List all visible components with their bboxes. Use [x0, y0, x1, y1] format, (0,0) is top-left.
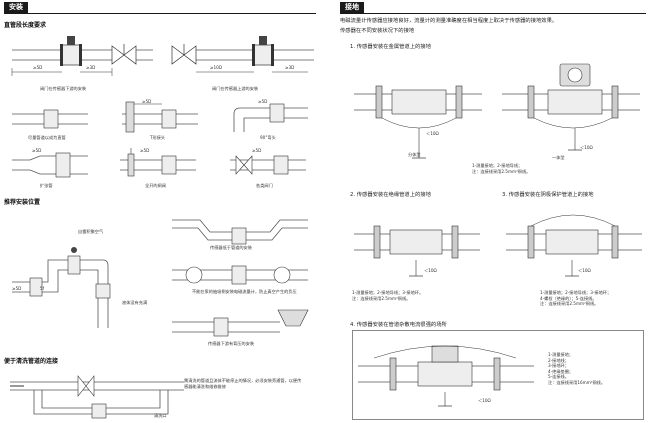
mark-5f: 5f — [40, 286, 45, 291]
insulated-pipe-grounding-figure — [354, 225, 480, 277]
expander-figure — [12, 152, 88, 178]
fig4-frame — [352, 330, 644, 420]
t-joint-figure — [122, 101, 198, 133]
caption-valve-upstream: 阀门在传感器上游的安装 — [212, 86, 259, 91]
fig2-title: 2. 传感器安装在绝缘管道上的接地 — [350, 192, 431, 198]
cleaning-note: 需清洗的管道且流体不能停止的情况，必须安装旁通管，以便传感器能清洗和维修维修 — [184, 378, 302, 389]
caption-straight-pipe: 尽量管道以成为直管 — [28, 135, 66, 140]
grounding-header-rule — [340, 13, 646, 14]
recommended-position-title: 推荐安装位置 — [4, 199, 41, 206]
caption-pump-suction: 不能在泵的抽吸侧安装电磁流量计，防止真空产生的负压 — [192, 289, 297, 294]
straight-pipe-valve-upstream-figure — [171, 36, 314, 73]
fig4-ohm: ＜10Ω — [478, 398, 491, 403]
dim-5d-valves: ≥5D — [252, 148, 262, 153]
fig1-integral-caption: 一体型 — [552, 155, 565, 160]
straight-pipe-valve-downstream-figure — [11, 36, 153, 76]
straight-pipe-title: 直管段长度要求 — [4, 22, 47, 29]
caption-back-pressure: 传感器下游有背压的安装 — [208, 341, 255, 346]
caption-expander: 扩张管 — [40, 183, 53, 188]
elbow-90-figure — [233, 103, 308, 132]
fig4-note: 1-测量接地； 2-接地线； 3-接地环； 4-绝缘垫圈； 5-连接线。 注：连… — [548, 352, 606, 385]
fig2-note: 1-测量接地；2-接地导线；3-接地环。 注：连接线采用2.5mm²铜线。 — [352, 290, 424, 301]
fig3-ohm: ＜10Ω — [578, 268, 591, 273]
dim-3d-b: ≥3D — [285, 65, 295, 70]
gate-valve-figure — [120, 148, 196, 177]
grounding-intro-2: 传感器在不同安装状况下的接地 — [340, 28, 415, 34]
caption-valves: 各类阀门 — [256, 183, 273, 188]
fig1-ohm-left: ＜10Ω — [426, 131, 439, 136]
valves-figure — [230, 155, 306, 175]
cathodic-pipe-grounding-figure — [506, 214, 642, 277]
fig3-note: 1-测量接地；2-接地导线；3-接地环； 4-螺栓（绝缘的）；5-连接线。 注：… — [540, 290, 612, 307]
caption-valve-downstream: 阀门在传感器下游的安装 — [40, 86, 87, 91]
grounding-header: 接地 — [340, 2, 364, 13]
dim-5d-gate: ≥5D — [140, 148, 150, 153]
caption-t-joint: T形接头 — [150, 135, 166, 140]
mark-5d: ≥5D — [12, 286, 22, 291]
recommended-position-figure — [12, 247, 111, 328]
below-pipe-figure — [172, 219, 308, 245]
dim-5d-t: ≥5D — [142, 99, 152, 104]
dim-5d-a: ≥5D — [33, 65, 43, 70]
cleaning-connection-title: 便于清洗管道的连接 — [4, 358, 59, 365]
fig1-ohm-right: ＜10Ω — [580, 145, 593, 150]
install-header: 安装 — [4, 2, 28, 13]
cleaning-outlet-label: 清洗口 — [154, 413, 167, 418]
dim-10d: ≥10D — [210, 65, 223, 70]
back-pressure-figure — [172, 309, 309, 337]
caption-elbow: 90°弯头 — [260, 135, 276, 140]
fig2-ohm: ＜10Ω — [424, 268, 437, 273]
fig3-title: 3. 传感器安装在阴极保护管道上的接地 — [502, 192, 594, 198]
fig1-note: 1-测量接地；2-接地导线； 注：连接线采用2.5mm²铜线。 — [472, 163, 531, 174]
dim-5d-exp: ≥5D — [32, 148, 42, 153]
grounding-intro: 电磁流量计传感器应接地良好，流量计的测量准确度在相当程度上取决于传感器的接地效果… — [340, 18, 558, 24]
caption-air-accumulation: 自雷积聚空气 — [78, 229, 104, 234]
dim-5d-elbow: ≥5D — [258, 99, 268, 104]
install-header-rule — [4, 13, 316, 14]
stray-current-grounding-figure — [358, 345, 534, 407]
caption-below-pipe: 传感器低于管道的安装 — [210, 245, 252, 250]
fig4-title: 4. 传感器安装在管道杂散电流很强的场所 — [350, 322, 447, 328]
metal-pipe-grounding-figure — [354, 63, 640, 159]
fig1-title: 1. 传感器安装在金属管道上的接地 — [350, 44, 431, 50]
pump-suction-figure — [172, 265, 308, 285]
caption-not-full: 液体没有充满 — [122, 300, 148, 305]
straight-pipe-figure — [12, 109, 88, 129]
fig1-split-caption: 分体型 — [408, 152, 421, 157]
caption-gate-valve: 全开的闸阀 — [145, 183, 166, 188]
bypass-figure — [10, 375, 184, 419]
dim-3d-a: ≥3D — [86, 65, 96, 70]
